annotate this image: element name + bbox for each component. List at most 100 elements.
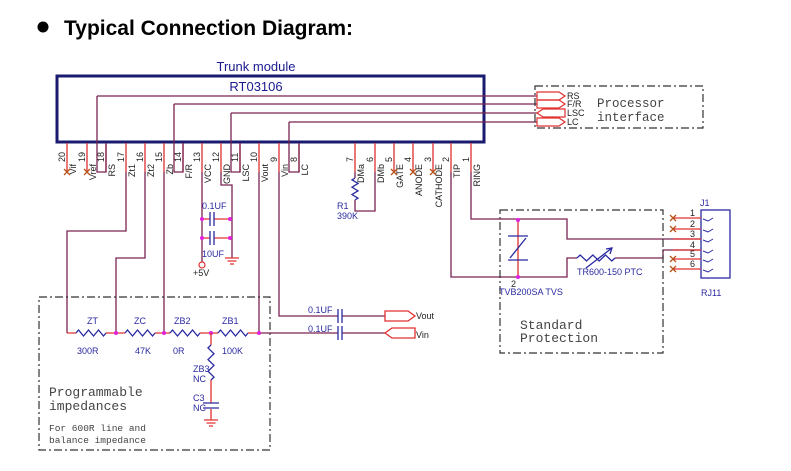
- c3-capacitor-icon: [203, 402, 219, 409]
- port-arrow-icon: [536, 117, 567, 127]
- pin-label: F/R: [184, 164, 194, 179]
- pin-number: 15: [154, 152, 164, 162]
- impedances-title-2: impedances: [49, 399, 127, 414]
- junction-dot: [114, 331, 118, 335]
- no-connect-icon: [669, 214, 677, 222]
- pin-number: 10: [249, 152, 259, 162]
- jack-pin-number: 2: [690, 219, 695, 229]
- r1-value: 390K: [337, 211, 358, 221]
- signal-LC: [288, 122, 300, 173]
- pin-label: DMa: [356, 164, 366, 183]
- jack-contact-icon: [702, 228, 714, 233]
- junction-dot: [516, 218, 520, 222]
- wire-zt2: [115, 172, 146, 333]
- signal-RS: [96, 96, 107, 173]
- junction-dot: [162, 331, 166, 335]
- processor-signal-label: LSC: [567, 108, 585, 118]
- pin-label: Vout: [260, 164, 270, 183]
- pin-number: 14: [173, 152, 183, 162]
- wire-zt1: [66, 172, 127, 333]
- zt-value: 300R: [77, 346, 99, 356]
- pin-number: 1: [461, 157, 471, 162]
- wires: [66, 95, 701, 427]
- pin-number: 2: [441, 157, 451, 162]
- junction-dot: [200, 217, 204, 221]
- zb3-resistor-icon: [207, 344, 215, 381]
- zb3-ref: ZB3: [193, 364, 210, 374]
- ground-icon: [204, 419, 218, 427]
- tvs-diode-icon: [508, 235, 528, 261]
- no-connect-icon: [83, 168, 91, 176]
- pin-number: 11: [230, 153, 240, 162]
- processor-signal-label: LC: [567, 117, 579, 127]
- vcc-label: +5V: [193, 268, 209, 278]
- port-vout-label: Vout: [416, 311, 435, 321]
- wire-ring: [470, 172, 701, 240]
- pin-label: LSC: [241, 164, 251, 182]
- zc-value: 47K: [135, 346, 151, 356]
- r1-resistor-icon: [350, 177, 360, 201]
- jack-pin-number: 5: [690, 249, 695, 259]
- standard-protection-box: [499, 209, 664, 354]
- jack-contact-icon: [702, 217, 714, 222]
- pin-label: Vin: [280, 164, 290, 177]
- pin-label: Vref: [88, 164, 98, 181]
- zb1-ref: ZB1: [222, 316, 239, 326]
- impedances-note-1: For 600R line and: [49, 423, 146, 434]
- zb1-value: 100K: [222, 346, 243, 356]
- signal-LSC: [230, 113, 241, 173]
- junction-dot: [516, 275, 520, 279]
- pin-number: 8: [289, 157, 299, 162]
- no-connect-icon: [409, 168, 417, 176]
- cap-10uf-icon: [209, 231, 215, 245]
- ptc-resistor-icon: [576, 254, 616, 262]
- trunk-module-chip: [55, 74, 486, 144]
- processor-title-2: interface: [597, 111, 665, 125]
- coupling-cap-icon: [337, 326, 343, 340]
- programmable-impedances-box: [38, 296, 271, 451]
- zb1-resistor-icon: [217, 328, 249, 338]
- pin-label: CATHODE: [434, 164, 444, 207]
- tvs-pin-number: 2: [511, 279, 516, 289]
- port-arrow-icon: [536, 99, 567, 109]
- junction-dot: [228, 236, 232, 240]
- pin-label: Zb: [165, 164, 175, 175]
- zt-resistor-icon: [75, 328, 107, 338]
- junction-dot: [200, 236, 204, 240]
- no-connect-icon: [669, 265, 677, 273]
- junction-dot: [228, 217, 232, 221]
- zb3-value: NC: [193, 374, 206, 384]
- wire: [220, 172, 233, 258]
- zc-resistor-icon: [124, 328, 156, 338]
- pin-number: 18: [96, 152, 106, 162]
- wire: [354, 172, 376, 212]
- signal-F/R: [173, 104, 184, 173]
- jack-pin-number: 3: [690, 229, 695, 239]
- pin-label: RING: [472, 164, 482, 187]
- c3-value: NC: [193, 403, 206, 413]
- pin-number: 3: [423, 157, 433, 162]
- c3-ref: C3: [193, 393, 205, 403]
- no-connect-icon: [669, 225, 677, 233]
- pin-number: 13: [192, 152, 202, 162]
- r1-ref: R1: [337, 201, 349, 211]
- pin-number: 7: [345, 157, 355, 162]
- no-connect-icon: [429, 168, 437, 176]
- pin-number: 17: [116, 152, 126, 162]
- jack-contact-icon: [702, 249, 714, 254]
- page-title: Typical Connection Diagram:: [64, 17, 353, 40]
- pin-number: 20: [57, 152, 67, 162]
- jack-pin-number: 6: [690, 259, 695, 269]
- ptc-label: TR600-150 PTC: [577, 267, 643, 277]
